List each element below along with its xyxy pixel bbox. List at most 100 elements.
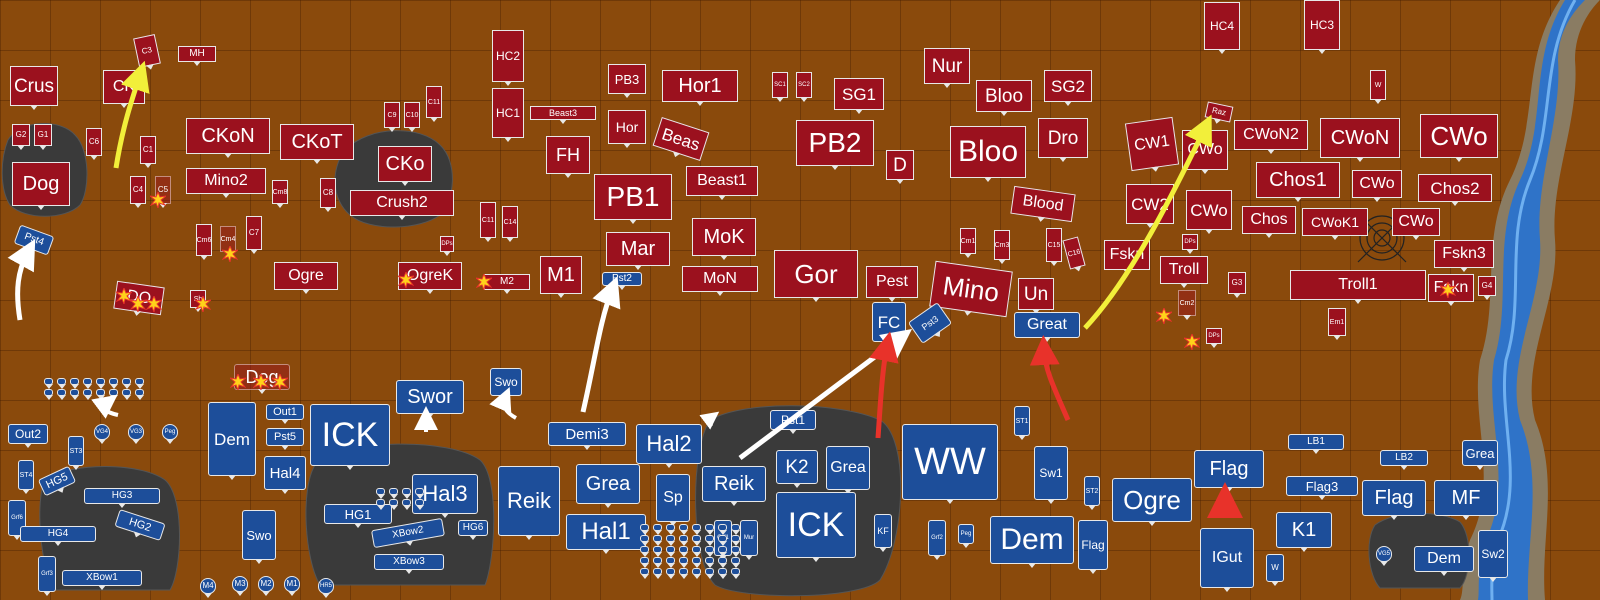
chaos-unit-g4[interactable]: G4	[1478, 276, 1496, 300]
chaos-unit-c9[interactable]: C9	[384, 102, 400, 132]
empire-unit-dem2[interactable]: Dem	[990, 516, 1074, 568]
chaos-unit-hc2[interactable]: HC2	[492, 30, 524, 86]
chaos-unit-cwo-3[interactable]: CWo	[1352, 170, 1402, 202]
empire-unit-swor[interactable]: Swor	[396, 380, 464, 418]
empire-unit-hr5[interactable]: HR5	[318, 578, 334, 598]
chaos-unit-mok[interactable]: MoK	[692, 218, 756, 260]
chaos-unit-troll[interactable]: Troll	[1160, 256, 1208, 288]
chaos-unit-chos[interactable]: Chos	[1242, 206, 1296, 238]
chaos-unit-cwo-2[interactable]: CWo	[1186, 190, 1232, 234]
empire-unit-ick2[interactable]: ICK	[776, 492, 856, 562]
empire-unit-demi3[interactable]: Demi3	[548, 422, 626, 450]
chaos-unit-dog-red[interactable]: Dog	[12, 162, 70, 210]
chaos-unit-ogre-red[interactable]: Ogre	[274, 262, 338, 294]
empire-unit-dem3[interactable]: Dem	[1414, 546, 1474, 576]
empire-unit-grea3[interactable]: Grea	[1462, 440, 1498, 470]
empire-unit-pst5[interactable]: Pst5	[266, 428, 304, 450]
empire-unit-st4[interactable]: ST4	[18, 460, 34, 494]
chaos-unit-troll1[interactable]: Troll1	[1290, 270, 1426, 304]
chaos-unit-c11b[interactable]: C11	[480, 202, 496, 242]
empire-unit-grf2[interactable]: Grf2	[928, 520, 946, 560]
chaos-unit-ckot[interactable]: CKoT	[280, 124, 354, 164]
chaos-unit-cwon[interactable]: CWoN	[1320, 118, 1400, 162]
chaos-unit-mh[interactable]: MH	[178, 46, 216, 66]
chaos-unit-cwok1[interactable]: CWoK1	[1302, 208, 1368, 240]
chaos-unit-cm8[interactable]: Cm8	[272, 180, 288, 208]
empire-unit-m1b[interactable]: M1	[284, 576, 300, 596]
chaos-unit-sc1[interactable]: SC1	[772, 72, 788, 102]
empire-unit-grea-b[interactable]: Grea	[576, 464, 640, 508]
empire-unit-igut[interactable]: IGut	[1200, 528, 1254, 592]
chaos-unit-c6[interactable]: C6	[86, 128, 102, 160]
chaos-unit-dps3[interactable]: DPs	[1206, 328, 1222, 348]
chaos-unit-c1[interactable]: C1	[140, 136, 156, 168]
chaos-unit-cwo-mid[interactable]: CWo	[1182, 130, 1228, 174]
chaos-unit-g2[interactable]: G2	[12, 124, 30, 150]
chaos-unit-w-red[interactable]: W	[1370, 70, 1386, 104]
chaos-unit-fskn3[interactable]: Fskn3	[1434, 240, 1494, 272]
chaos-unit-beast1[interactable]: Beast1	[686, 166, 758, 200]
chaos-unit-c8[interactable]: C8	[320, 178, 336, 212]
chaos-unit-gor[interactable]: Gor	[774, 250, 858, 302]
empire-unit-sw2[interactable]: Sw2	[1478, 530, 1508, 582]
empire-unit-pst2[interactable]: Pst2	[602, 272, 642, 290]
chaos-unit-crush2[interactable]: Crush2	[350, 190, 454, 220]
empire-unit-mf[interactable]: MF	[1434, 480, 1498, 520]
chaos-unit-sc2[interactable]: SC2	[796, 72, 812, 102]
chaos-unit-dro[interactable]: Dro	[1038, 118, 1088, 162]
chaos-unit-hc4[interactable]: HC4	[1204, 2, 1240, 54]
empire-unit-ick[interactable]: ICK	[310, 404, 390, 470]
empire-unit-great[interactable]: Great	[1014, 312, 1080, 342]
chaos-unit-pb1[interactable]: PB1	[594, 174, 672, 224]
empire-unit-m4[interactable]: M4	[200, 578, 216, 598]
empire-unit-xbow3[interactable]: XBow3	[374, 554, 444, 574]
chaos-unit-dps[interactable]: DPs	[440, 236, 454, 256]
chaos-unit-c11[interactable]: C11	[426, 86, 442, 122]
empire-unit-reik2[interactable]: Reik	[702, 466, 766, 506]
empire-unit-swo-left[interactable]: Swo	[242, 510, 276, 564]
chaos-unit-cm3[interactable]: Cm3	[994, 230, 1010, 264]
chaos-unit-beast3[interactable]: Beast3	[530, 106, 596, 124]
chaos-unit-sg2[interactable]: SG2	[1044, 70, 1092, 106]
empire-unit-hal4[interactable]: Hal4	[264, 456, 306, 494]
chaos-unit-cko[interactable]: CKo	[378, 146, 432, 186]
empire-unit-hg6[interactable]: HG6	[458, 520, 488, 540]
empire-unit-fc[interactable]: FC	[872, 302, 906, 346]
empire-unit-out1[interactable]: Out1	[266, 404, 304, 424]
empire-unit-hal2[interactable]: Hal2	[636, 424, 702, 468]
chaos-unit-bloo-small[interactable]: Bloo	[976, 80, 1032, 116]
chaos-unit-ckon[interactable]: CKoN	[186, 118, 270, 158]
empire-unit-peg1[interactable]: Peg	[162, 424, 178, 444]
chaos-unit-g1[interactable]: G1	[34, 124, 52, 150]
empire-unit-ogre-b[interactable]: Ogre	[1112, 478, 1192, 526]
empire-unit-ww[interactable]: WW	[902, 424, 998, 504]
empire-unit-m2b[interactable]: M2	[258, 576, 274, 596]
chaos-unit-chos2[interactable]: Chos2	[1418, 174, 1492, 206]
chaos-unit-hor1[interactable]: Hor1	[662, 70, 738, 106]
empire-unit-vg4[interactable]: VG4	[94, 424, 110, 444]
chaos-unit-c15[interactable]: C15	[1046, 228, 1062, 266]
empire-unit-pst1[interactable]: Pst1	[770, 410, 816, 434]
chaos-unit-g3[interactable]: G3	[1228, 272, 1246, 298]
chaos-unit-mino2[interactable]: Mino2	[186, 168, 266, 198]
chaos-unit-c10[interactable]: C10	[404, 102, 420, 132]
empire-unit-swo-mid[interactable]: Swo	[490, 368, 522, 400]
empire-unit-w-b[interactable]: W	[1266, 554, 1284, 586]
chaos-unit-hc1[interactable]: HC1	[492, 88, 524, 142]
empire-unit-sp[interactable]: Sp	[656, 474, 690, 526]
empire-unit-flag-s[interactable]: Flag	[1078, 520, 1108, 574]
chaos-unit-cwo-4[interactable]: CWo	[1392, 208, 1440, 240]
chaos-unit-hc3[interactable]: HC3	[1304, 0, 1340, 54]
empire-unit-st2[interactable]: ST2	[1084, 476, 1100, 510]
empire-unit-peg2[interactable]: Peg	[958, 524, 974, 548]
empire-unit-hg1[interactable]: HG1	[324, 504, 392, 528]
chaos-unit-cm6[interactable]: Cm6	[196, 224, 212, 260]
chaos-unit-sg1[interactable]: SG1	[834, 78, 884, 114]
chaos-unit-d[interactable]: D	[886, 150, 914, 184]
chaos-unit-nur[interactable]: Nur	[924, 48, 970, 88]
empire-unit-sw1[interactable]: Sw1	[1034, 446, 1068, 504]
empire-unit-dem[interactable]: Dem	[208, 402, 256, 480]
empire-unit-vg3[interactable]: VG3	[128, 424, 144, 444]
empire-unit-xbow1[interactable]: XBow1	[62, 570, 142, 590]
chaos-unit-crus[interactable]: Crus	[10, 66, 58, 110]
